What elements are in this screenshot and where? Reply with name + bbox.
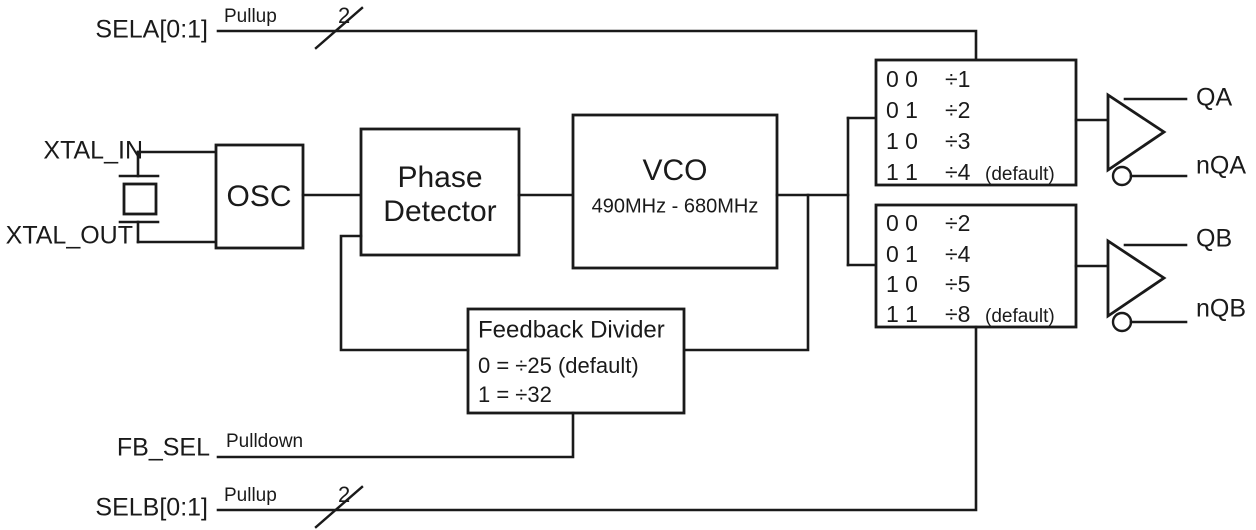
divider-b-block [874,203,1078,329]
vco-block [571,113,779,270]
divider-a-row-3-ratio: ÷4 [945,159,971,185]
divider-a-row-0-ratio: ÷1 [945,66,970,92]
nqb-output-label: nQB [1196,295,1246,323]
nqa-output-label: nQA [1196,152,1246,180]
vco-block-label: VCO [642,154,707,187]
sela-bus-slash-icon [314,6,364,50]
fb-sel-port-label: FB_SEL [117,434,210,462]
xtal-in-port-label: XTAL_IN [43,137,143,165]
divider-b-row-1-code: 0 1 [886,241,918,267]
divider-b-row-3-note: (default) [985,306,1055,327]
divider-a-row-2-code: 1 0 [886,128,918,154]
divider-a-block [874,58,1078,187]
divider-a-row-1-ratio: ÷2 [945,97,970,123]
osc-block-label: OSC [226,180,291,213]
divider-a-row-1-code: 0 1 [886,97,918,123]
feedback-divider-option-0: 0 = ÷25 (default) [478,353,639,378]
feedback-divider-block [466,307,686,415]
selb-pullup-label: Pullup [224,485,277,506]
divider-b-row-1-ratio: ÷4 [945,241,971,267]
vco-frequency-range-label: 490MHz - 680MHz [592,195,759,217]
sela-pullup-label: Pullup [224,6,277,27]
divider-a-row-3-code: 1 1 [886,159,918,185]
feedback-divider-to-phase-detector-wire [339,234,470,352]
feedback-divider-title: Feedback Divider [478,316,665,343]
qb-output-label: QB [1196,225,1232,253]
divider-a-row-0-code: 0 0 [886,66,918,92]
divider-b-row-3-code: 1 1 [886,301,918,327]
selb-wire [216,325,978,512]
feedback-divider-option-1: 1 = ÷32 [478,382,552,407]
divider-b-row-0-ratio: ÷2 [945,210,970,236]
vco-to-feedback-divider-wire [682,193,810,352]
selb-port-label: SELB[0:1] [95,494,208,522]
sela-wire [216,29,978,62]
buffer-b-triangle-icon [1106,238,1167,319]
divider-a-row-2-ratio: ÷3 [945,128,970,154]
divider-b-row-2-code: 1 0 [886,271,918,297]
buffer-a-inverting-bubble-icon [1111,165,1133,187]
divider-b-row-0-code: 0 0 [886,210,918,236]
divider-b-row-2-ratio: ÷5 [945,271,970,297]
qa-output-label: QA [1196,84,1232,112]
fb-sel-wire [216,411,575,459]
buffer-a-triangle-icon [1106,92,1167,173]
fb-sel-pulldown-label: Pulldown [226,431,303,452]
divider-a-row-3-note: (default) [985,164,1055,185]
osc-block [214,143,305,250]
phase-detector-block [359,127,521,257]
divider-b-row-3-ratio: ÷8 [945,301,970,327]
sela-port-label: SELA[0:1] [95,16,208,44]
phase-detector-label-line1: Phase [397,161,482,194]
crystal-body-icon [122,182,158,216]
selb-bus-slash-icon [314,485,364,529]
buffer-b-inverting-bubble-icon [1111,311,1133,333]
phase-detector-label-line2: Detector [383,195,496,228]
xtal-out-port-label: XTAL_OUT [6,222,133,250]
